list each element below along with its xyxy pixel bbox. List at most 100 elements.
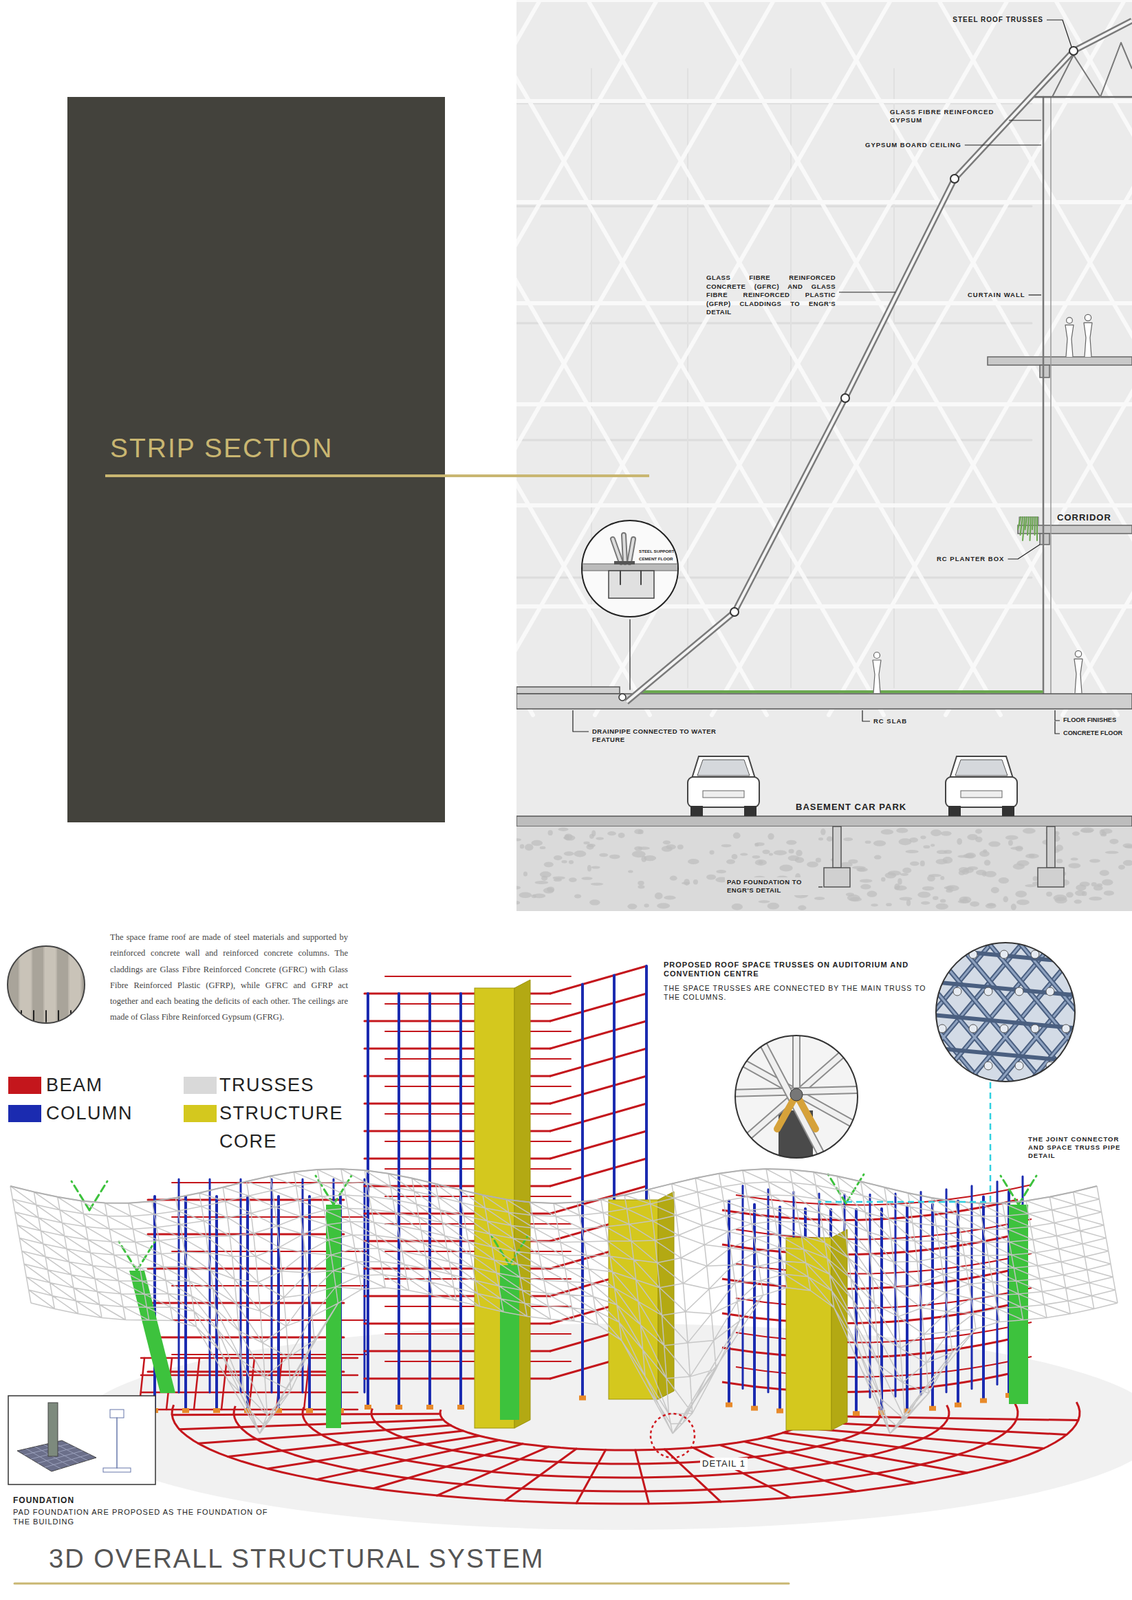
earth-grain [590, 883, 604, 886]
earth-grain [539, 846, 547, 850]
faint-floor [516, 439, 1032, 442]
earth-grain [546, 886, 555, 892]
earth-grain [1103, 890, 1115, 896]
earth-grain [859, 879, 873, 884]
earth-grain [1123, 860, 1132, 867]
detail-marker [650, 1413, 695, 1458]
joint-node [984, 987, 993, 996]
earth-grain [820, 828, 826, 836]
ground-beam [504, 1449, 577, 1501]
leader-line [629, 619, 630, 690]
ceiling-line [1031, 96, 1132, 99]
earth-grain [920, 860, 925, 867]
earth-grain [860, 884, 871, 890]
leader-line [964, 144, 1042, 146]
person [872, 652, 881, 694]
earth-grain [1089, 858, 1101, 864]
annotation-label: THE SPACE TRUSSES ARE CONNECTED BY THE M… [663, 984, 939, 1003]
truss-pipe [1015, 938, 1132, 1087]
earth-grain [818, 837, 824, 841]
joint-node [1030, 1024, 1040, 1033]
branch-truss [1000, 1176, 1019, 1205]
car-roof [691, 756, 756, 779]
beam [550, 966, 647, 994]
earth-grain [643, 855, 657, 862]
annotation-label: BASEMENT CAR PARK [795, 801, 907, 813]
truss-pipe [756, 1031, 826, 1163]
sample-panel [19, 945, 31, 1025]
earth-grain [662, 840, 671, 845]
planter-foliage [1027, 517, 1029, 536]
earth-grain [1046, 891, 1053, 897]
earth-grain [880, 877, 886, 883]
earth-grain [739, 853, 748, 857]
leader-line [862, 710, 870, 722]
beam [550, 1158, 647, 1187]
cladding-joint [730, 607, 739, 617]
truss-pipe [953, 938, 1078, 1087]
detail-label: CEMENT FLOOR [638, 556, 674, 562]
annotation-label: FOUNDATION [13, 1495, 75, 1506]
earth-grain [1075, 884, 1086, 891]
base-plate [614, 561, 635, 565]
cladding-joint [950, 174, 959, 183]
truss-pipe [931, 949, 1080, 963]
car-body [945, 777, 1018, 808]
earth-grain [843, 837, 853, 842]
earth-grain [535, 880, 549, 885]
earth-grain [935, 903, 949, 910]
planter-foliage [1017, 517, 1021, 530]
earth-grain [532, 894, 546, 899]
curtain-wall [1050, 96, 1052, 694]
earth-grain [767, 902, 780, 910]
earth-grain [788, 855, 800, 862]
earth-grain [1008, 840, 1014, 846]
person [1083, 314, 1093, 357]
earth-grain [899, 897, 913, 901]
truss-pipe [1046, 938, 1132, 1087]
truss-pipe [756, 1031, 826, 1163]
earth-grain [553, 855, 563, 861]
detail-frame [735, 1035, 858, 1159]
earth-grain [870, 903, 878, 907]
cladding-joint [841, 394, 850, 403]
branch-truss [118, 1242, 137, 1271]
earth-grain [1056, 858, 1063, 864]
steel-support [612, 539, 622, 563]
curtain-wall [1042, 96, 1045, 694]
frame-member [516, 402, 1132, 407]
beam [550, 1021, 647, 1049]
pad-foundation [823, 867, 851, 888]
anchor-bolt [640, 570, 642, 585]
earth-grain [585, 844, 594, 851]
earth-grain [786, 840, 797, 846]
annotation-label: GLASS FIBRE REINFORCED CONCRETE (GFRC) A… [706, 273, 836, 318]
legend-swatch [8, 1076, 42, 1095]
steel-support [629, 539, 634, 563]
person-head [1066, 317, 1073, 324]
earth-grain [1052, 894, 1067, 902]
earth-grain [1074, 890, 1086, 897]
car-grille [702, 790, 745, 798]
column-back [270, 1179, 274, 1393]
planter-foliage [1034, 517, 1037, 536]
car-windscreen [697, 759, 750, 776]
leader-line [1008, 544, 1041, 560]
pad-footing [395, 1405, 403, 1410]
earth-grain [984, 859, 991, 866]
joint-node [938, 950, 947, 959]
earth-grain [574, 894, 582, 899]
planter-foliage [1025, 517, 1028, 530]
ground-beam [171, 1413, 441, 1416]
ground-beam [227, 1431, 463, 1458]
sample-panel [69, 945, 81, 1025]
ground-beam [806, 1422, 1067, 1436]
truss-pipe [931, 982, 1080, 996]
joint-node [1076, 1061, 1086, 1071]
leader-line [1046, 19, 1072, 47]
legend-swatch [8, 1105, 42, 1123]
earth-grain [880, 829, 895, 835]
joint-node [1015, 1061, 1024, 1071]
earth-grain [687, 858, 700, 865]
annotation-label: CURTAIN WALL [967, 290, 1026, 299]
